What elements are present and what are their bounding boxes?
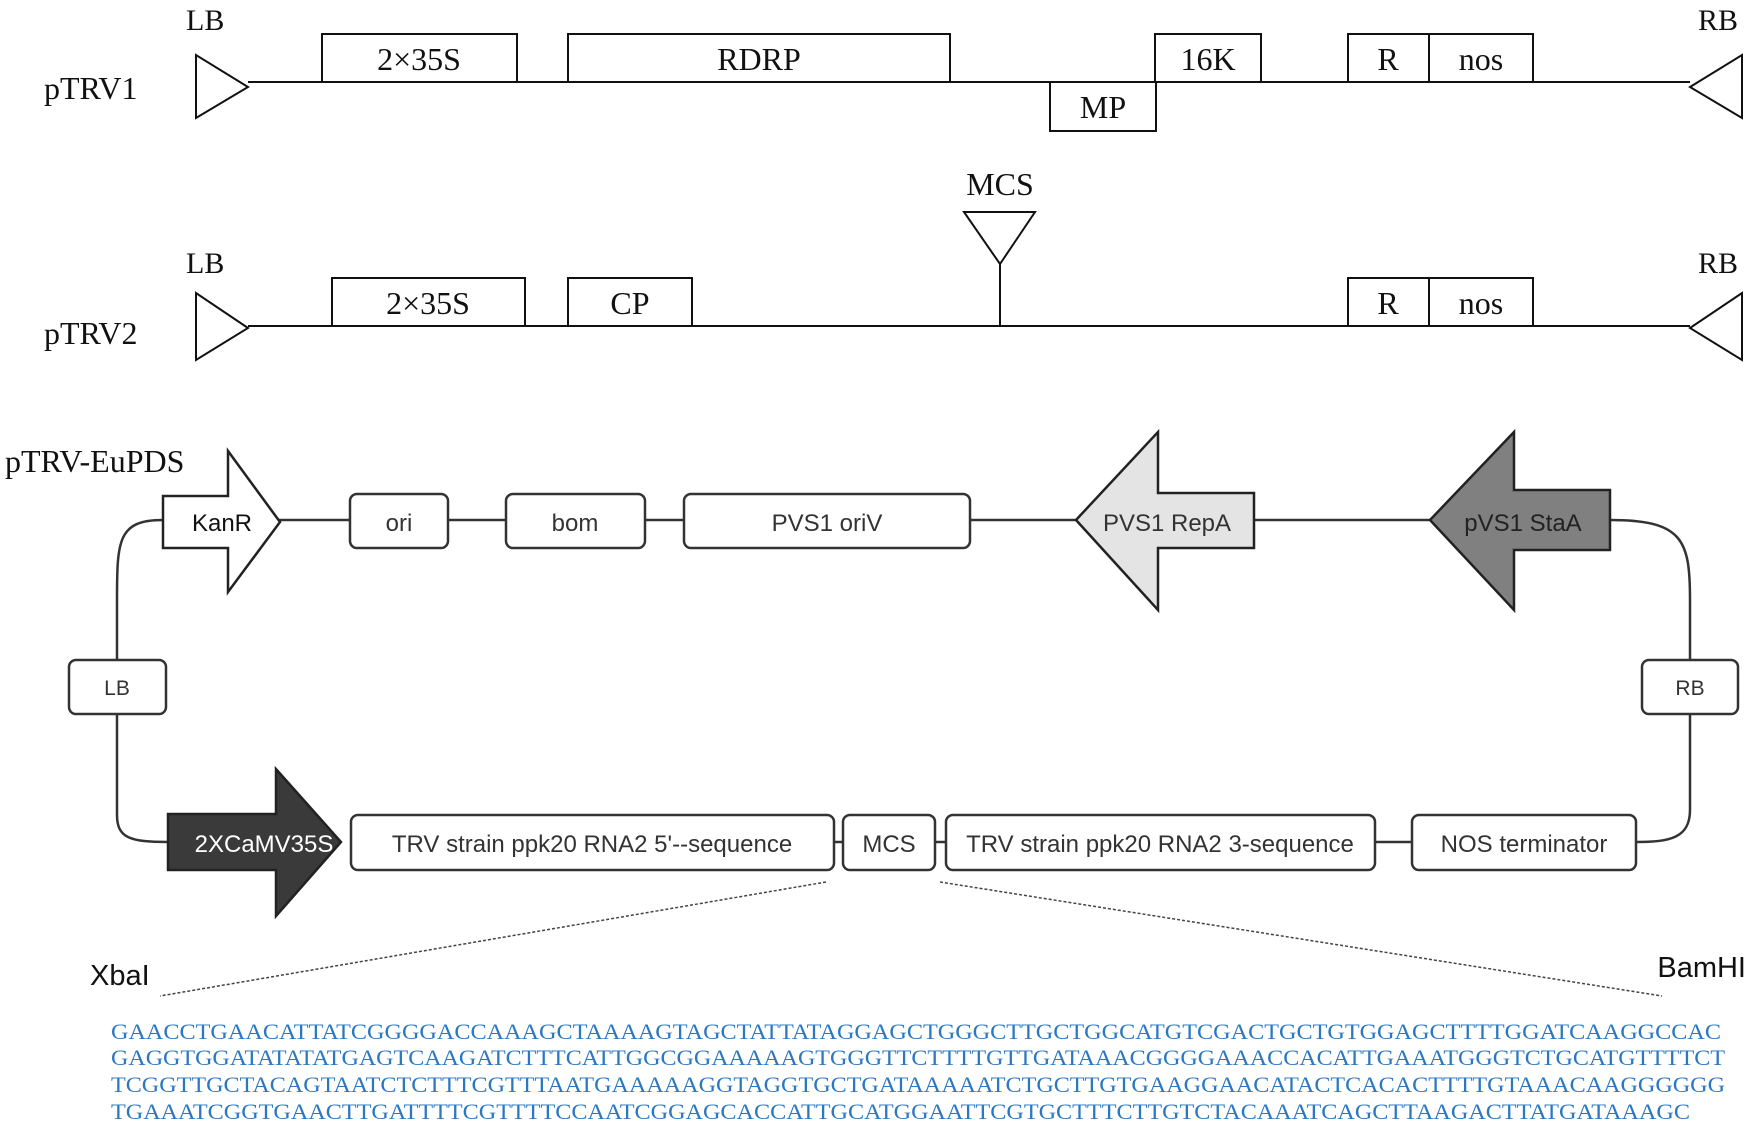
ptrv2-rb-label: RB	[1698, 247, 1738, 280]
ptrv2-rb-triangle	[1688, 291, 1743, 362]
ptrv1-label-mp: MP	[1080, 89, 1126, 125]
plasmid-arrows	[161, 428, 1612, 920]
ptrv2-lb-triangle	[195, 291, 250, 362]
plasmid-lb-box	[67, 658, 168, 716]
plasmid-mcs-label: MCS	[862, 831, 915, 858]
plasmid-loop	[115, 518, 1692, 844]
ptrv1-map	[195, 33, 1743, 132]
five-prime-box	[349, 813, 836, 872]
ptrv1-label-nos: nos	[1459, 41, 1503, 77]
plasmid-rb-box	[1640, 658, 1740, 716]
ptrv2-labels: pTRV2 LB RB MCS 2×35S CP R nos	[44, 166, 1738, 351]
bamhi-site-label: BamHI	[1657, 952, 1746, 984]
ptrv2-label-nos: nos	[1459, 285, 1503, 321]
promoter-arrow	[166, 765, 343, 920]
plasmid-lb-label: LB	[104, 677, 130, 700]
sequence-line: GAGGTGGATATATATGAGTCAAGATCTTTCATTGGCGGAA…	[111, 1045, 1726, 1070]
ptrv1-box-nos	[1428, 33, 1534, 83]
plasmid-right-arc	[1609, 518, 1692, 844]
oriv-box	[682, 492, 972, 550]
ptrv1-box-2x35s	[321, 33, 518, 83]
ptrv2-box-nos	[1428, 277, 1534, 327]
kanr-label: KanR	[192, 510, 252, 537]
plasmid-labels: KanR ori bom PVS1 oriV PVS1 RepA pVS1 St…	[104, 510, 1704, 858]
terminator-box	[1410, 813, 1638, 872]
plasmid-rb-label: RB	[1675, 677, 1704, 700]
sequence-line: TCGGTTGCTACAGTAATCTCTTTCGTTTAATGAAAAAGGT…	[111, 1072, 1725, 1097]
ptrv2-box-r	[1347, 277, 1430, 327]
staa-label: pVS1 StaA	[1464, 510, 1581, 537]
ori-box	[348, 492, 450, 550]
ptrv1-lb-triangle	[195, 53, 250, 120]
repa-arrow	[1074, 428, 1256, 614]
ptrv2-label-cp: CP	[610, 285, 649, 321]
five-prime-label: TRV strain ppk20 RNA2 5'--sequence	[392, 831, 792, 858]
ptrv1-label-r: R	[1377, 41, 1399, 77]
ptrv1-box-r	[1347, 33, 1430, 83]
insert-sequence: GAACCTGAACATTATCGGGGACCAAAGCTAAAAGTAGCTA…	[111, 1019, 1726, 1124]
ptrv2-lb-label: LB	[186, 247, 224, 280]
ptrv2-box-cp	[567, 277, 693, 327]
ptrv2-mcs-label: MCS	[966, 166, 1034, 202]
zoom-line-right	[939, 881, 1663, 997]
plasmid-name: pTRV-EuPDS	[5, 443, 184, 479]
ptrv1-lb-label: LB	[186, 4, 224, 37]
ptrv1-name: pTRV1	[44, 70, 137, 106]
kanr-arrow	[161, 447, 282, 596]
ori-label: ori	[386, 510, 413, 537]
oriv-label: PVS1 oriV	[772, 510, 883, 537]
three-prime-label: TRV strain ppk20 RNA2 3-sequence	[966, 831, 1354, 858]
sequence-line: TGAAATCGGTGAACTTGATTTTCGTTTTCCAATCGGAGCA…	[111, 1099, 1690, 1124]
ptrv1-box-16k	[1154, 33, 1262, 83]
terminator-label: NOS terminator	[1441, 831, 1608, 858]
ptrv1-rb-label: RB	[1698, 4, 1738, 37]
ptrv1-labels: pTRV1 LB RB 2×35S RDRP 16K MP R nos	[44, 4, 1738, 125]
ptrv1-box-rdrp	[567, 33, 951, 83]
plasmid-mcs-box	[841, 813, 937, 872]
plasmid-boxes	[67, 492, 1740, 872]
ptrv1-label-2x35s: 2×35S	[377, 41, 461, 77]
ptrv1-label-16k: 16K	[1180, 41, 1235, 77]
xbai-site-label: XbaI	[90, 960, 150, 992]
bom-label: bom	[552, 510, 599, 537]
plasmid-left-arc	[115, 518, 169, 844]
sequence-line: GAACCTGAACATTATCGGGGACCAAAGCTAAAAGTAGCTA…	[111, 1019, 1721, 1044]
promoter-label: 2XCaMV35S	[195, 831, 334, 858]
ptrv2-name: pTRV2	[44, 315, 137, 351]
bom-box	[504, 492, 647, 550]
repa-label: PVS1 RepA	[1103, 510, 1231, 537]
ptrv2-box-2x35s	[331, 277, 526, 327]
ptrv2-map	[195, 211, 1743, 362]
ptrv2-label-2x35s: 2×35S	[386, 285, 470, 321]
staa-arrow	[1428, 428, 1612, 614]
zoom-line-left	[159, 881, 827, 997]
three-prime-box	[944, 813, 1377, 872]
insert-zoom-lines	[159, 881, 1663, 997]
ptrv1-rb-triangle	[1688, 53, 1743, 120]
ptrv2-label-r: R	[1377, 285, 1399, 321]
ptrv1-label-rdrp: RDRP	[717, 41, 801, 77]
ptrv1-box-mp	[1049, 81, 1157, 132]
ptrv2-mcs-triangle	[962, 211, 1037, 266]
